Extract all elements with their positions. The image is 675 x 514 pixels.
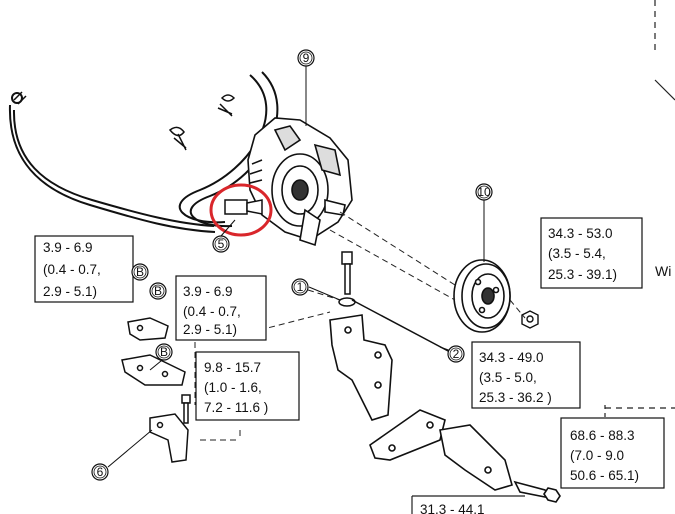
torque-t3-line2: (1.0 - 1.6, (204, 380, 262, 395)
torque-t1-line1: 3.9 - 6.9 (43, 240, 93, 255)
lower-brackets (369, 409, 561, 503)
callout-1-label: 1 (297, 280, 304, 294)
torque-box-t1: 3.9 - 6.9 (0.4 - 0.7, 2.9 - 5.1) (34, 235, 134, 303)
pulley (453, 259, 511, 333)
callout-5-label: 5 (218, 237, 225, 251)
callout-2-label: 2 (453, 347, 460, 361)
pump-bracket (329, 314, 393, 421)
callout-b2: B (149, 282, 167, 300)
torque-t5-line2: (3.5 - 5.0, (479, 370, 537, 385)
callout-9-label: 9 (303, 51, 310, 65)
callout-9: 9 (297, 49, 315, 67)
torque-t3-line1: 9.8 - 15.7 (204, 360, 261, 375)
callout-b1: B (131, 263, 149, 281)
frame-lines (411, 0, 675, 514)
callout-b3-label: B (160, 345, 168, 359)
callout-10-label: 10 (477, 185, 491, 199)
torque-box-t6: 68.6 - 88.3 (7.0 - 9.0 50.6 - 65.1) (560, 417, 665, 489)
torque-t2-line3: 2.9 - 5.1) (183, 322, 237, 337)
side-text: Wi (655, 263, 671, 279)
hose-clamps (168, 94, 236, 151)
callout-b3: B (155, 343, 173, 361)
torque-t6-line3: 50.6 - 65.1) (570, 468, 639, 483)
torque-t4-line2: (3.5 - 5.4, (548, 246, 606, 261)
power-steering-pump (247, 117, 353, 247)
highlight-circle (209, 183, 273, 237)
torque-t5-line1: 34.3 - 49.0 (479, 350, 544, 365)
torque-box-t4: 34.3 - 53.0 (3.5 - 5.4, 25.3 - 39.1) (540, 217, 643, 289)
callout-10: 10 (475, 183, 493, 201)
callout-6: 6 (91, 463, 109, 481)
pulley-nut (521, 310, 539, 329)
callout-b2-label: B (154, 284, 162, 298)
callout-1: 1 (291, 278, 309, 296)
torque-box-t2: 3.9 - 6.9 (0.4 - 0.7, 2.9 - 5.1) (175, 275, 267, 341)
callout-6-label: 6 (97, 465, 104, 479)
torque-box-t3: 9.8 - 15.7 (1.0 - 1.6, 7.2 - 11.6 ) (195, 351, 300, 421)
torque-box-t5: 34.3 - 49.0 (3.5 - 5.0, 25.3 - 36.2 ) (471, 341, 581, 409)
torque-t2-line2: (0.4 - 0.7, (183, 304, 241, 319)
torque-t3-line3: 7.2 - 11.6 ) (204, 400, 268, 415)
hoses (8, 71, 279, 233)
torque-box-t7: 31.3 - 44.1 (420, 502, 485, 514)
torque-t2-line1: 3.9 - 6.9 (183, 284, 233, 299)
torque-t1-line3: 2.9 - 5.1) (43, 284, 97, 299)
callout-5: 5 (212, 235, 230, 253)
callout-b1-label: B (136, 265, 144, 279)
mount-bolt (338, 251, 451, 353)
small-brackets (121, 317, 191, 463)
hose-fitting (224, 199, 263, 215)
torque-t7-line1: 31.3 - 44.1 (420, 502, 485, 514)
torque-t5-line3: 25.3 - 36.2 ) (479, 390, 552, 405)
callout-2: 2 (447, 345, 465, 363)
torque-t4-line3: 25.3 - 39.1) (548, 267, 617, 282)
torque-t6-line2: (7.0 - 9.0 (570, 448, 624, 463)
torque-t6-line1: 68.6 - 88.3 (570, 428, 635, 443)
torque-t1-line2: (0.4 - 0.7, (43, 262, 101, 277)
torque-t4-line1: 34.3 - 53.0 (548, 226, 613, 241)
